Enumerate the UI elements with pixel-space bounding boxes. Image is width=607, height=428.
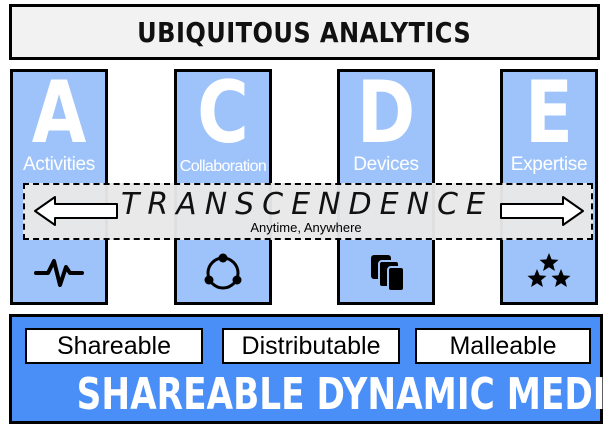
band-subtitle: Anytime, Anywhere [250, 220, 362, 235]
title-bar: UBIQUITOUS ANALYTICS [9, 4, 600, 60]
left-arrow-icon [34, 196, 118, 226]
pillar-letter: E [524, 63, 574, 163]
media-title: SHAREABLE DYNAMIC MEDIA [76, 369, 607, 420]
collaboration-nodes-icon [204, 253, 242, 290]
transcendence-band: TRANSCENDENCE Anytime, Anywhere [23, 183, 593, 240]
pillar-label: Activities [23, 154, 95, 175]
property-distributable: Distributable [222, 328, 400, 364]
diagram-title: UBIQUITOUS ANALYTICS [137, 15, 472, 49]
band-title: TRANSCENDENCE [121, 187, 493, 222]
property-shareable: Shareable [25, 328, 203, 364]
pillar-letter: D [356, 63, 416, 163]
pillar-label: Collaboration [179, 158, 267, 175]
devices-icon [371, 255, 405, 292]
pillar-label: Expertise [510, 154, 588, 175]
pillar-letter: A [31, 63, 87, 163]
property-malleable: Malleable [415, 328, 591, 364]
right-arrow-icon [500, 196, 584, 226]
pillar-label: Devices [353, 154, 419, 175]
stars-icon [527, 253, 571, 287]
media-block: Shareable Distributable Malleable SHAREA… [9, 314, 607, 424]
activity-pulse-icon [34, 259, 84, 287]
pillar-letter: C [197, 63, 249, 163]
